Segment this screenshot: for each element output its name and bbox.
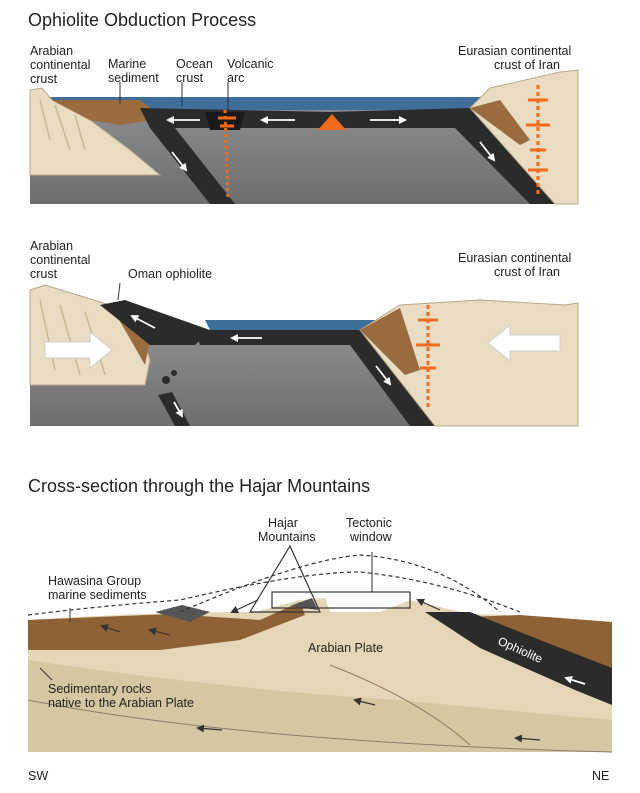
p3-tectonic-label-2: window xyxy=(349,530,393,544)
p2-arabian-label-1: Arabian xyxy=(30,239,73,253)
volcanic-arc-magma xyxy=(205,109,245,201)
slab-2 xyxy=(195,330,435,426)
ridge-magma xyxy=(318,114,346,130)
oman-ophiolite-sheet xyxy=(100,300,210,345)
p1-volcanic-label-2: arc xyxy=(227,71,244,85)
p1-marine-label-1: Marine xyxy=(108,57,146,71)
p3-sedimentary-label-1: Sedimentary rocks xyxy=(48,682,152,696)
p3-ne-label: NE xyxy=(592,769,609,783)
push-arrow-left xyxy=(44,330,113,370)
marine-sediment-shape xyxy=(52,100,165,125)
p2-arabian-label-2: continental xyxy=(30,253,90,267)
p2-eurasian-label-1: Eurasian continental xyxy=(458,251,571,265)
p3-arabian-plate-label: Arabian Plate xyxy=(308,641,383,655)
p3-sw-label: SW xyxy=(28,769,48,783)
eroded-outline-1 xyxy=(27,571,521,616)
p3-hawasina-label-2: marine sediments xyxy=(48,588,147,602)
panel-3-cross-section xyxy=(27,544,613,753)
panel-2-obduction xyxy=(29,282,579,427)
p2-eurasian-label-2: crust of Iran xyxy=(494,265,560,279)
p2-ophiolite-label: Oman ophiolite xyxy=(128,267,212,281)
push-arrow-right xyxy=(487,323,561,363)
right-slab xyxy=(330,108,555,204)
hajar-mountains-marker xyxy=(248,544,321,613)
cross-section-title: Cross-section through the Hajar Mountain… xyxy=(28,476,370,496)
arabian-crust-shape xyxy=(29,87,162,176)
sedimentary-layer xyxy=(28,660,612,752)
p1-marine-label-2: sediment xyxy=(108,71,159,85)
p1-ocean-label-1: Ocean xyxy=(176,57,213,71)
p1-arabian-label-1: Arabian xyxy=(30,44,73,58)
hawasina-sediments xyxy=(28,602,305,650)
p1-eurasian-label-1: Eurasian continental xyxy=(458,44,571,58)
eurasian-crust-shape-2 xyxy=(359,299,579,427)
p1-arabian-label-2: continental xyxy=(30,58,90,72)
eroded-outline-2 xyxy=(179,554,501,613)
panel-1-subduction xyxy=(29,69,579,205)
p3-sedimentary-label-2: native to the Arabian Plate xyxy=(48,696,194,710)
p2-arabian-label-3: crust xyxy=(30,267,58,281)
eurasian-magma-2 xyxy=(416,305,440,410)
p3-hajar-label-1: Hajar xyxy=(268,516,298,530)
ocean-water xyxy=(45,97,500,110)
p1-eurasian-label-2: crust of Iran xyxy=(494,58,560,72)
p3-hajar-label-2: Mountains xyxy=(258,530,316,544)
p1-volcanic-label-1: Volcanic xyxy=(227,57,274,71)
p1-ocean-label-2: crust xyxy=(176,71,204,85)
p1-arabian-label-3: crust xyxy=(30,72,58,86)
eurasian-magma xyxy=(526,85,550,195)
p3-tectonic-label-1: Tectonic xyxy=(346,516,392,530)
process-title: Ophiolite Obduction Process xyxy=(28,10,256,30)
tectonic-window-box xyxy=(271,591,411,609)
p3-hawasina-label-1: Hawasina Group xyxy=(48,574,141,588)
